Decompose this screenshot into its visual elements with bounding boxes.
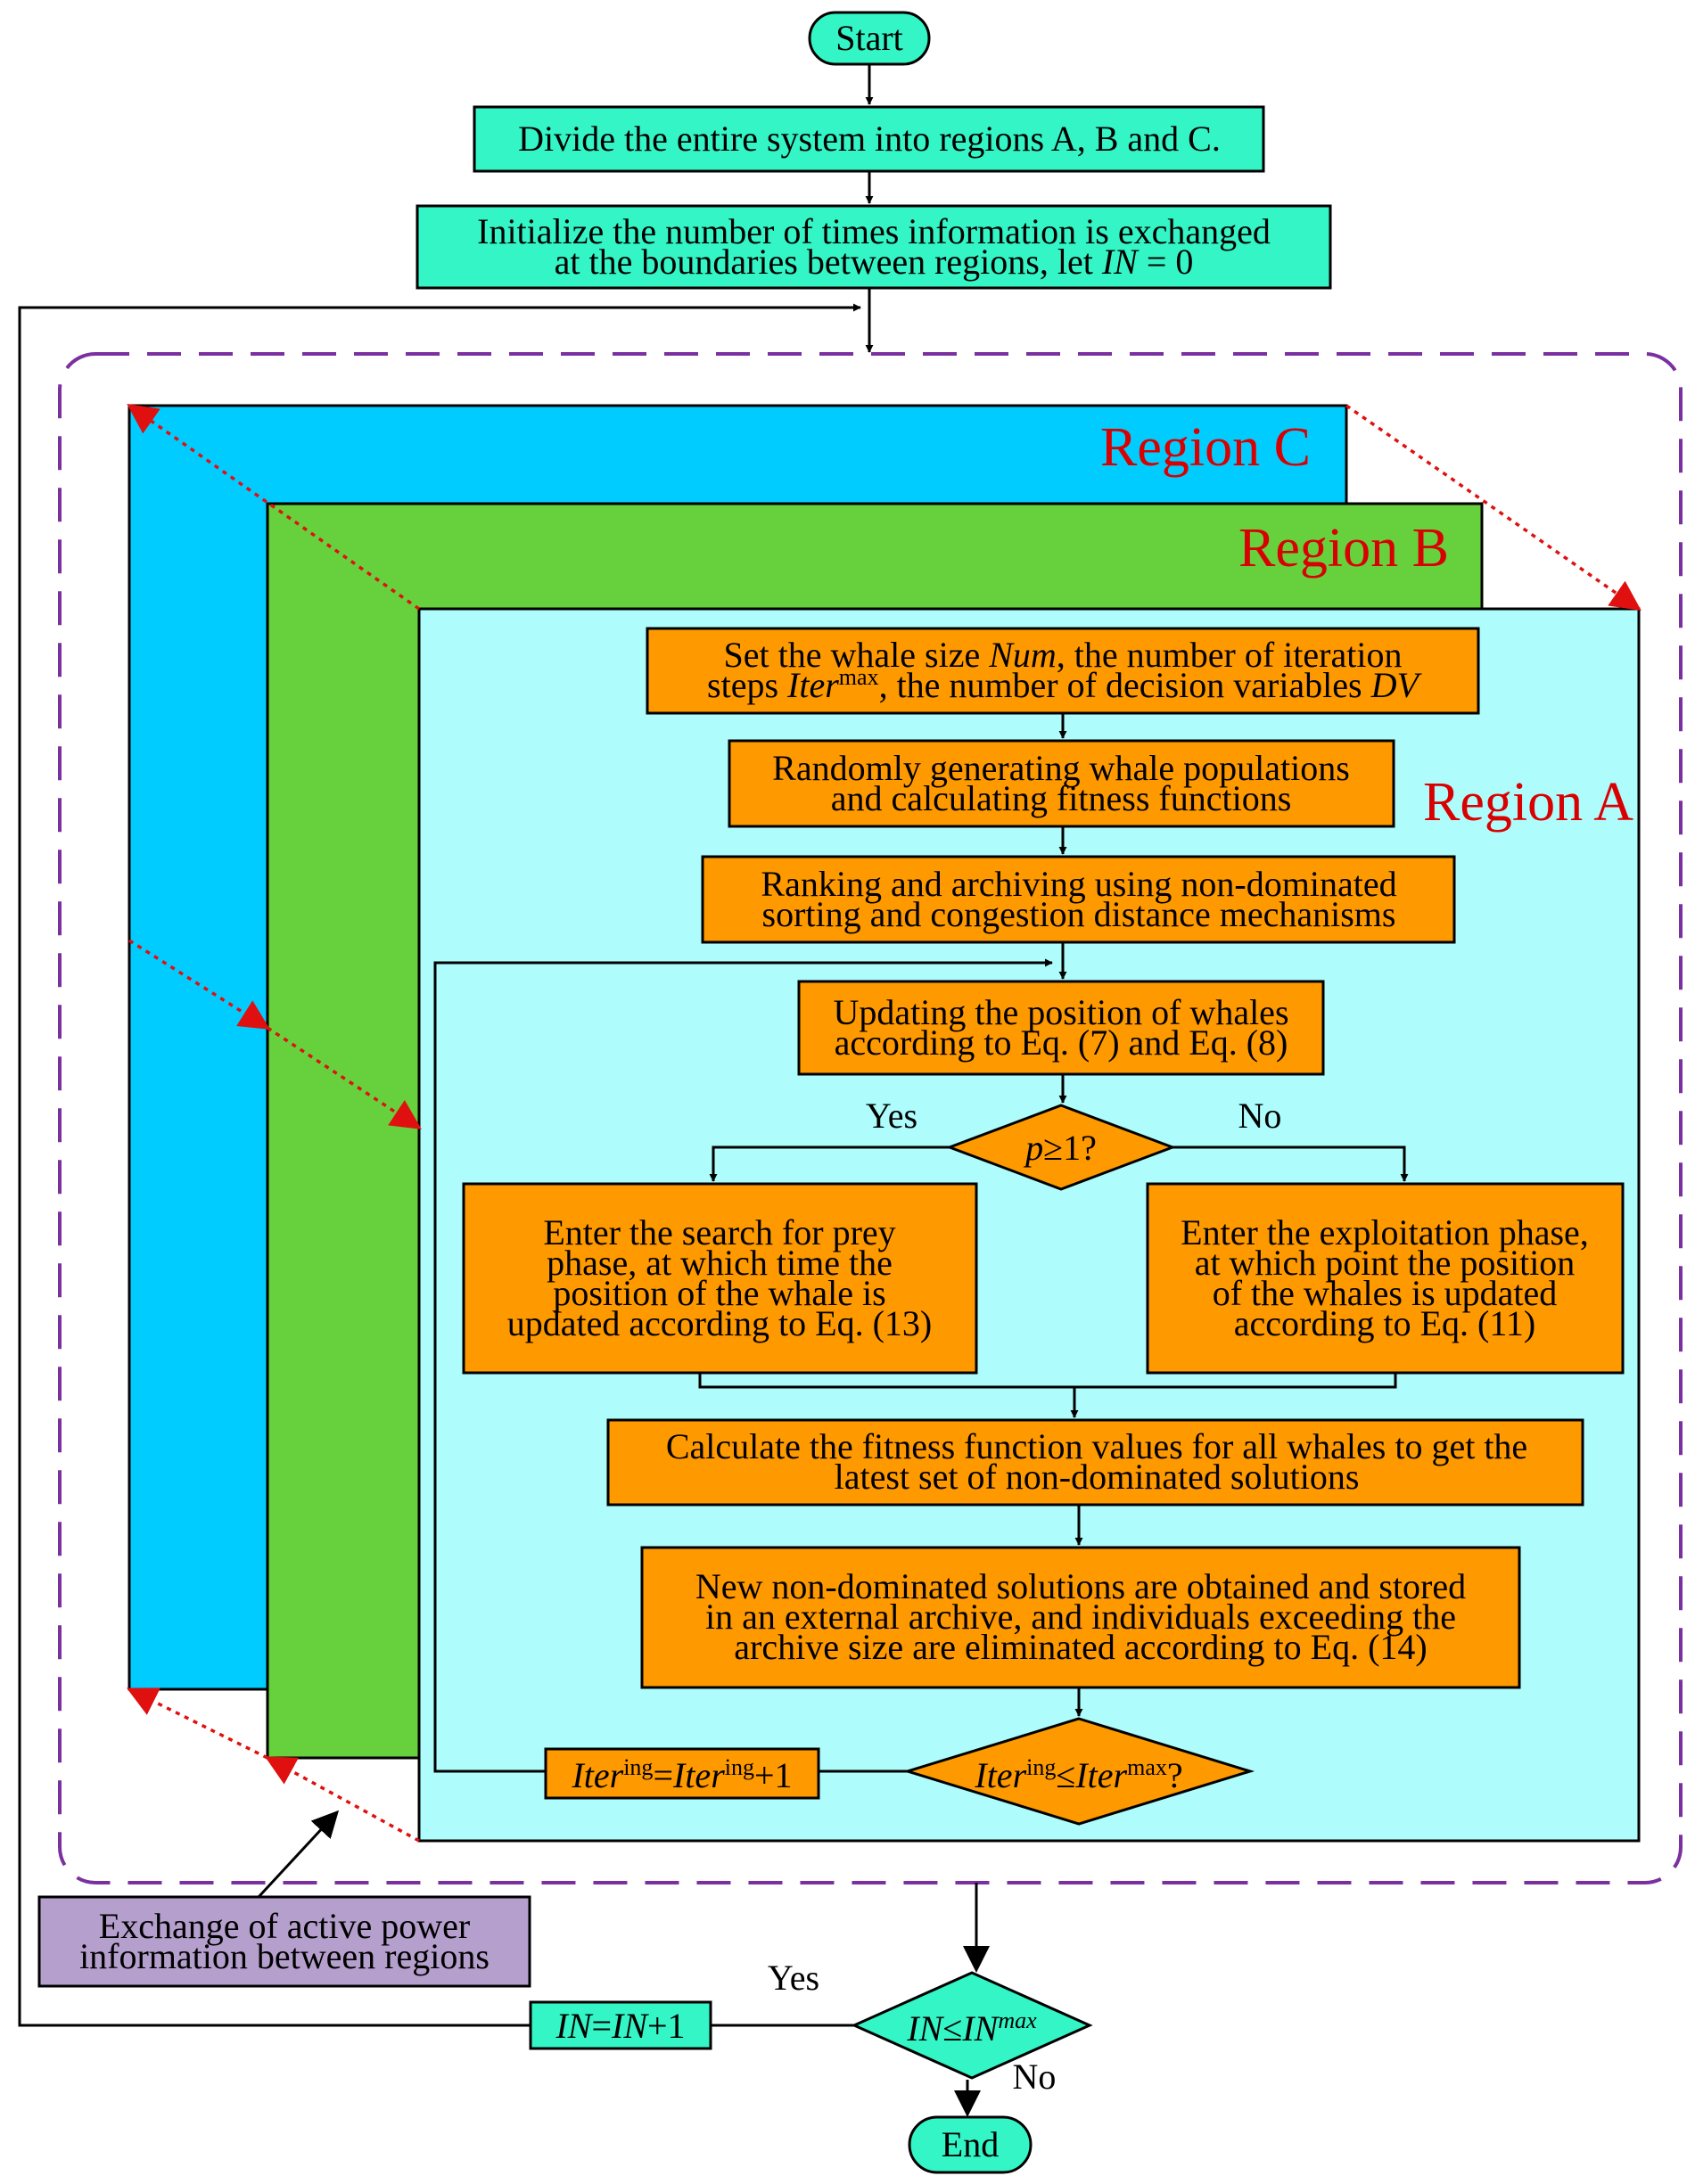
start-text: Start <box>835 18 903 58</box>
iteration-boundary <box>58 352 1683 1884</box>
newsol-box: New non-dominated solutions are obtained… <box>640 1546 1521 1689</box>
in-inc-box: IN=IN+1 <box>529 2000 712 2050</box>
merge-line <box>698 1373 1397 1389</box>
end-text: End <box>942 2124 999 2164</box>
arrow-pcheck-yes <box>709 1145 950 1182</box>
p-no-label: No <box>1238 1096 1282 1136</box>
iter-check-decision: Itering≤Itermax? <box>902 1717 1255 1826</box>
exploit-text: Enter the exploitation phase,at which po… <box>1181 1212 1589 1343</box>
in-no-label: No <box>1013 2057 1057 2097</box>
calc-text: Calculate the fitness function values fo… <box>666 1426 1527 1497</box>
init-text: Initialize the number of times informati… <box>477 211 1271 282</box>
set-whale-box: Set the whale size Num, the number of it… <box>646 627 1480 715</box>
exchange-line-mid-2 <box>267 1026 422 1129</box>
in-inc-text: IN=IN+1 <box>555 2006 685 2046</box>
in-check-decision: IN≤INmax <box>851 1971 1093 2080</box>
outer-loop-line <box>18 303 861 2027</box>
p-yes-label: Yes <box>866 1096 917 1136</box>
in-yes-label: Yes <box>768 1958 819 1998</box>
inner-loop-line <box>433 958 1053 1773</box>
region-a-label: Region A <box>1423 772 1633 833</box>
ranking-box: Ranking and archiving using non-dominate… <box>701 855 1456 944</box>
divide-text: Divide the entire system into regions A,… <box>518 119 1221 159</box>
calc-box: Calculate the fitness function values fo… <box>606 1418 1584 1507</box>
iter-check-text: Itering≤Itermax? <box>974 1754 1182 1796</box>
exchange-line-top-right <box>1345 404 1642 611</box>
exchange-line-top-left <box>127 404 421 611</box>
iter-inc-box: Itering=Itering+1 <box>544 1747 820 1800</box>
exchange-line-bottom-2 <box>265 1756 420 1843</box>
set-whale-text: Set the whale size Num, the number of it… <box>707 635 1422 705</box>
exchange-line-bottom-1 <box>126 1687 268 1760</box>
newsol-text: New non-dominated solutions are obtained… <box>695 1566 1466 1667</box>
divide-box: Divide the entire system into regions A,… <box>473 105 1265 173</box>
exploit-box: Enter the exploitation phase,at which po… <box>1146 1182 1625 1375</box>
end-node: End <box>908 2115 1033 2174</box>
p-decision: p≥1? <box>945 1104 1177 1191</box>
ranking-text: Ranking and archiving using non-dominate… <box>761 864 1396 934</box>
exchange-line-mid-1 <box>128 939 270 1030</box>
iter-inc-text: Itering=Itering+1 <box>571 1754 792 1796</box>
region-c-label: Region C <box>1100 417 1311 478</box>
p-decision-text: p≥1? <box>1023 1128 1097 1168</box>
arrow-exchange-pointer <box>257 1810 340 1899</box>
start-node: Start <box>808 11 931 66</box>
region-b-label: Region B <box>1238 518 1449 579</box>
in-check-text: IN≤INmax <box>906 2007 1037 2049</box>
arrow-pcheck-no <box>1173 1145 1409 1182</box>
init-box: Initialize the number of times informati… <box>416 204 1332 290</box>
